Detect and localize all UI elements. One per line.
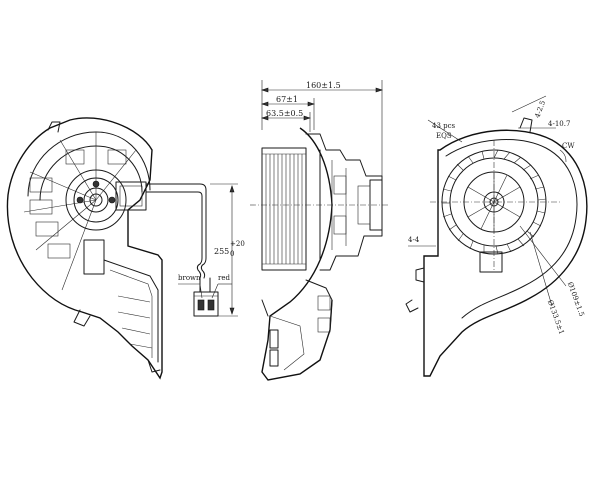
angle-mid-label: 4-10.7: [548, 120, 570, 128]
diameter-outer-label: Ø109±1.5: [566, 281, 586, 318]
diameter-inner-label: Ø133.5±1: [546, 299, 566, 336]
overall-width-dimension: 160±1.5: [306, 81, 341, 90]
impeller-blades: [442, 149, 547, 255]
angle-top-label: 4-2.5: [533, 100, 547, 120]
outer-depth-dimension: 67±1: [276, 95, 298, 104]
left-view-housing: [6, 117, 238, 380]
cable-length-tol-sub: 0: [230, 250, 234, 258]
middle-view-side-profile: [250, 80, 390, 381]
slot-label: 4-4: [408, 236, 420, 244]
wire-brown-label: brown: [178, 274, 201, 282]
wire-red-label: red: [218, 274, 230, 282]
cable-length-tol-sup: +20: [230, 240, 245, 248]
blade-count-label: 43 pcs: [432, 122, 456, 130]
blower-wheel-blades: [265, 154, 303, 264]
blade-spacing-label: EQS: [436, 132, 452, 140]
inner-depth-dimension: 63.5±0.5: [266, 109, 303, 118]
cable-length-dimension: 255: [214, 247, 229, 256]
rotation-label: CW: [562, 142, 575, 150]
right-view-impeller: [405, 95, 588, 377]
